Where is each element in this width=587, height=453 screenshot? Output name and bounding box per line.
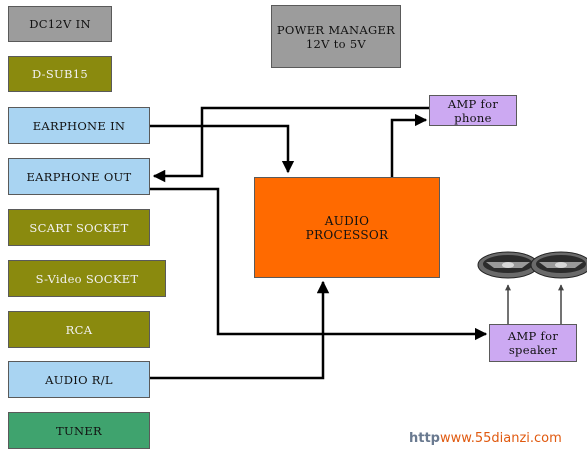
block-earphone-out: EARPHONE OUT — [8, 158, 150, 195]
block-amp-for-speaker: AMP for speaker — [489, 324, 577, 362]
block-scart-socket: SCART SOCKET — [8, 209, 150, 246]
wire-amp-phone-to-earphone-out — [152, 106, 429, 183]
watermark-prefix: http — [409, 431, 440, 446]
block-rca: RCA — [8, 311, 150, 348]
block-dsub15: D-SUB15 — [8, 56, 112, 92]
block-amp-for-phone: AMP for phone — [429, 95, 517, 126]
watermark: httpwww.55dianzi.com — [409, 431, 562, 446]
block-tuner: TUNER — [8, 412, 150, 449]
block-earphone-in: EARPHONE IN — [8, 107, 150, 144]
block-dc12v-in: DC12V IN — [8, 6, 112, 42]
block-svideo-socket: S-Video SOCKET — [8, 260, 166, 297]
speaker-icon — [530, 251, 587, 279]
watermark-site: www.55dianzi.com — [440, 431, 562, 446]
wire-processor-to-amp-phone — [390, 113, 428, 177]
wire-earphone-in-to-processor — [150, 124, 295, 174]
wire-earphone-out-to-amp-speaker — [150, 187, 488, 341]
speaker-icon — [477, 251, 539, 279]
wire-audio-rl-to-processor — [150, 280, 330, 380]
block-audio-processor: AUDIO PROCESSOR — [254, 177, 440, 278]
block-power-manager: POWER MANAGER 12V to 5V — [271, 5, 401, 68]
block-audio-rl: AUDIO R/L — [8, 361, 150, 398]
